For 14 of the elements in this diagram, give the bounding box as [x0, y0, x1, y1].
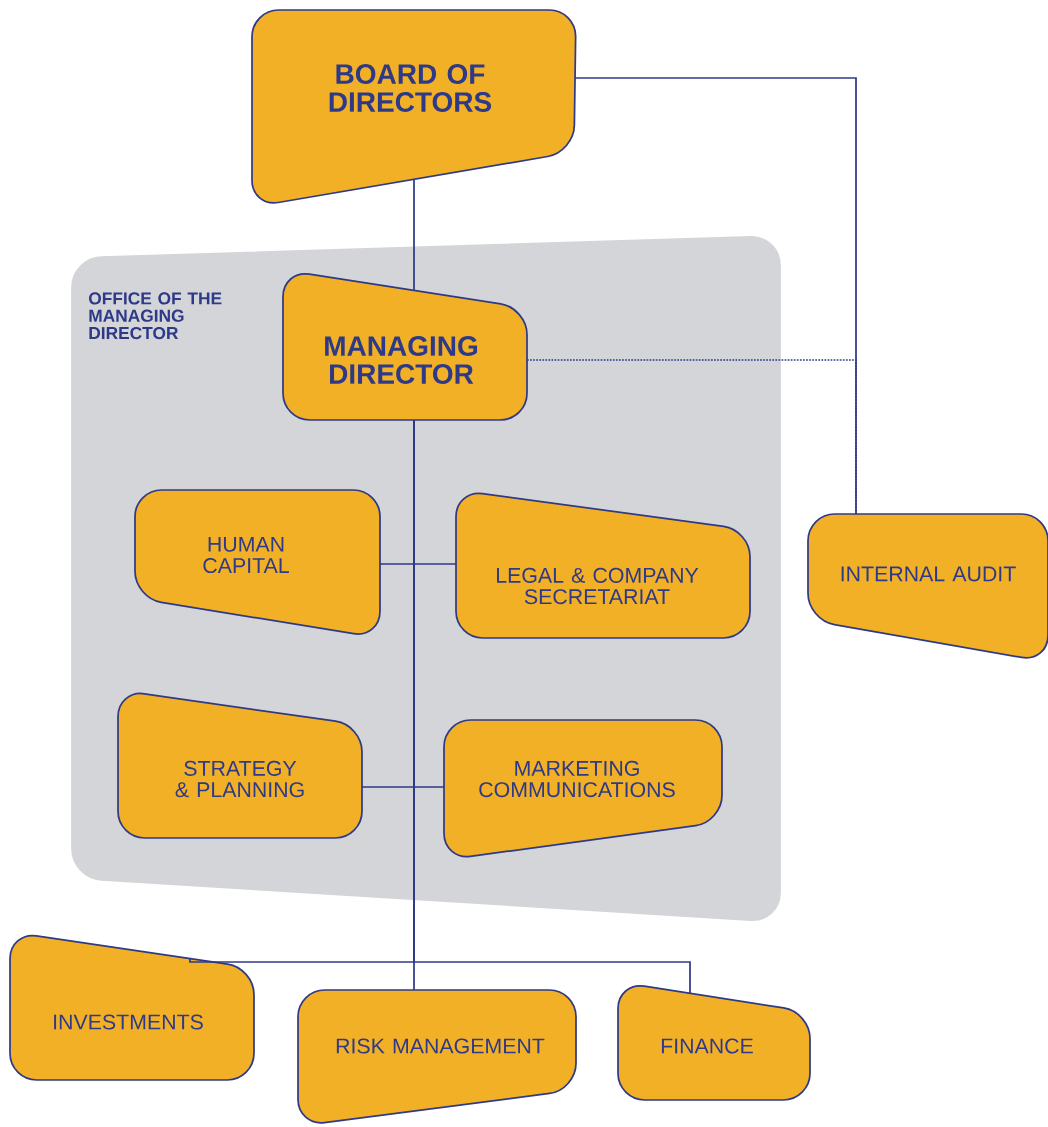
connector-line	[413, 419, 691, 994]
trapezoid-box: MARKETING COMMUNICATIONS	[443, 719, 723, 858]
trapezoid-box: HUMAN CAPITAL	[134, 489, 381, 635]
trapezoid-box: INVESTMENTS	[9, 934, 255, 1081]
trapezoid-box: STRATEGY & PLANNING	[117, 692, 363, 839]
connector-line	[413, 179, 415, 291]
connector-line	[574, 77, 857, 515]
trapezoid-box: LEGAL & COMPANY SECRETARIAT	[455, 492, 751, 639]
connector-line	[526, 359, 857, 515]
trapezoid-box: RISK MANAGEMENT	[297, 989, 577, 1124]
trapezoid-box: FINANCE	[617, 984, 811, 1101]
trapezoid-box: INTERNAL AUDIT	[807, 513, 1048, 659]
trapezoid-box: MANAGING DIRECTOR	[282, 272, 528, 421]
trapezoid-box: BOARD OF DIRECTORS	[251, 9, 577, 204]
